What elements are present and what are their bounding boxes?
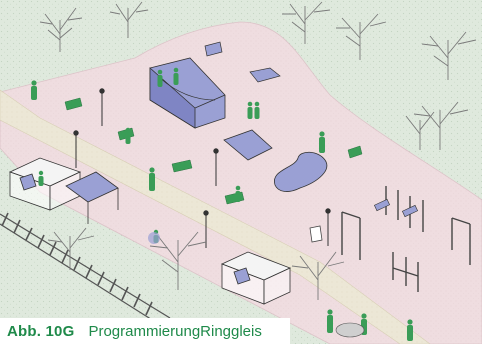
rail-track-icon xyxy=(0,212,171,329)
pavilion-icon xyxy=(220,251,292,305)
tree-icon xyxy=(39,1,477,300)
lamp-icon xyxy=(73,88,331,248)
person-icon xyxy=(31,67,413,341)
walking-path xyxy=(0,89,431,344)
fitness-bar-icon xyxy=(341,186,471,292)
kicker-ramp-2 xyxy=(249,67,281,83)
pavilion-icon xyxy=(8,157,119,224)
figure-title: ProgrammierungRinggleis xyxy=(88,322,262,340)
kicker-ramp-1 xyxy=(204,41,223,57)
plaza-area xyxy=(0,21,482,344)
stone-pile xyxy=(335,322,365,338)
play-spot xyxy=(148,232,160,244)
skate-bowl xyxy=(274,151,328,192)
info-board xyxy=(309,225,323,243)
funbox-ramp xyxy=(223,129,273,161)
fitness-bench-2 xyxy=(401,204,419,218)
figure-label: Abb. 10G xyxy=(7,322,75,340)
fitness-bench-1 xyxy=(373,198,391,212)
figure-caption: Abb. 10G ProgrammierungRinggleis xyxy=(0,318,290,344)
